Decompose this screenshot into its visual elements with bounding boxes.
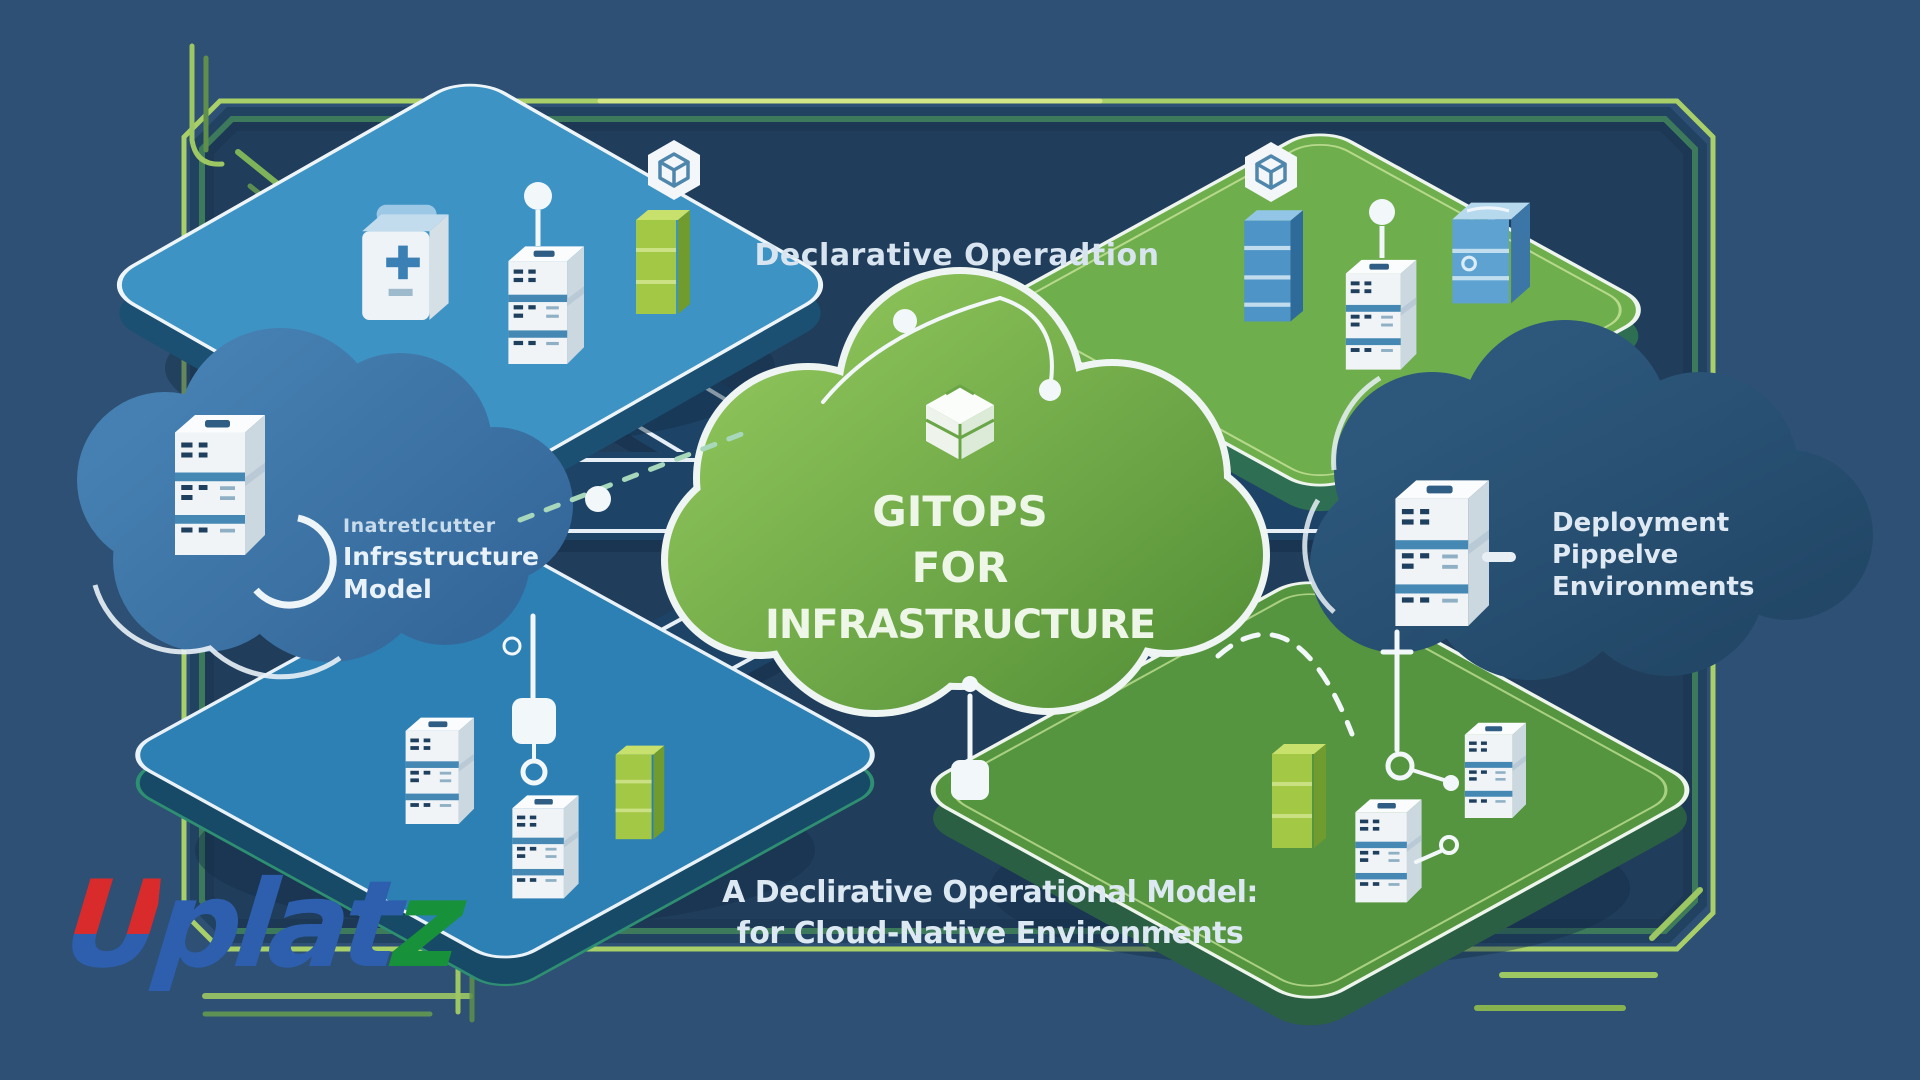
appliance-icon (362, 204, 449, 320)
ring-icon (520, 758, 548, 786)
bottom-caption: A Declirative Operational Model: for Clo… (640, 872, 1340, 954)
node-icon (951, 760, 989, 800)
right-cloud-line1: Deployment (1552, 508, 1730, 538)
appliance-icon (1450, 201, 1532, 305)
pin-icon (524, 182, 552, 246)
left-cloud-label: Inatretlcutter Infrsstructure Model (343, 515, 603, 605)
pin-icon (1369, 199, 1395, 258)
green-tower-icon (1272, 744, 1326, 848)
node-icon (512, 698, 556, 744)
left-cloud-line3: Model (343, 575, 432, 605)
server-icon (508, 246, 584, 364)
top-label: Declarative Operadtion (754, 238, 1160, 273)
right-cloud (1302, 320, 1873, 680)
center-cloud (661, 267, 1270, 717)
server-icon (1464, 722, 1526, 818)
right-cloud-label: Deployment Pippelve Environments (1552, 507, 1812, 603)
ring-icon (1439, 835, 1459, 855)
logo-letter-u: U (58, 856, 164, 995)
cloud-scallop-outline (1302, 375, 1382, 614)
center-cloud-title: GITOPS FOR INFRASTRUCTURE (740, 484, 1180, 654)
caption-line1: A Declirative Operational Model: (722, 875, 1258, 910)
center-cloud-line1: GITOPS (872, 487, 1048, 536)
uplatz-logo: Uplatz (59, 856, 464, 995)
server-icon (512, 795, 579, 899)
center-cloud-line2: FOR (911, 543, 1009, 592)
server-icon (1395, 480, 1489, 626)
logo-plat: plat (149, 856, 402, 995)
server-icon (175, 415, 265, 555)
center-cloud-line3: INFRASTRUCTURE (764, 602, 1156, 648)
cloud-scallop-outline (92, 584, 342, 680)
green-tower-icon (636, 210, 690, 314)
server-icon (1345, 259, 1417, 370)
server-icon (1355, 799, 1422, 903)
dashed-curve (1215, 631, 1355, 737)
package-icon (925, 384, 995, 460)
dash-icon (1482, 552, 1516, 562)
right-cloud-line2: Pippelve (1552, 540, 1679, 570)
green-tower-icon (615, 745, 665, 840)
hook-icon (253, 514, 337, 609)
right-cloud-line3: Environments (1552, 572, 1755, 602)
connectors (502, 296, 1459, 864)
server-icon (405, 717, 474, 824)
blue-tower-icon (1244, 210, 1303, 322)
left-cloud (77, 328, 573, 680)
ring-icon (1385, 751, 1415, 781)
dashed-line (517, 427, 755, 523)
left-cloud-line1: Inatretlcutter (343, 515, 496, 537)
left-cloud-line2: Infrsstructure (343, 542, 539, 571)
caption-line2: for Cloud-Native Environments (736, 916, 1244, 951)
